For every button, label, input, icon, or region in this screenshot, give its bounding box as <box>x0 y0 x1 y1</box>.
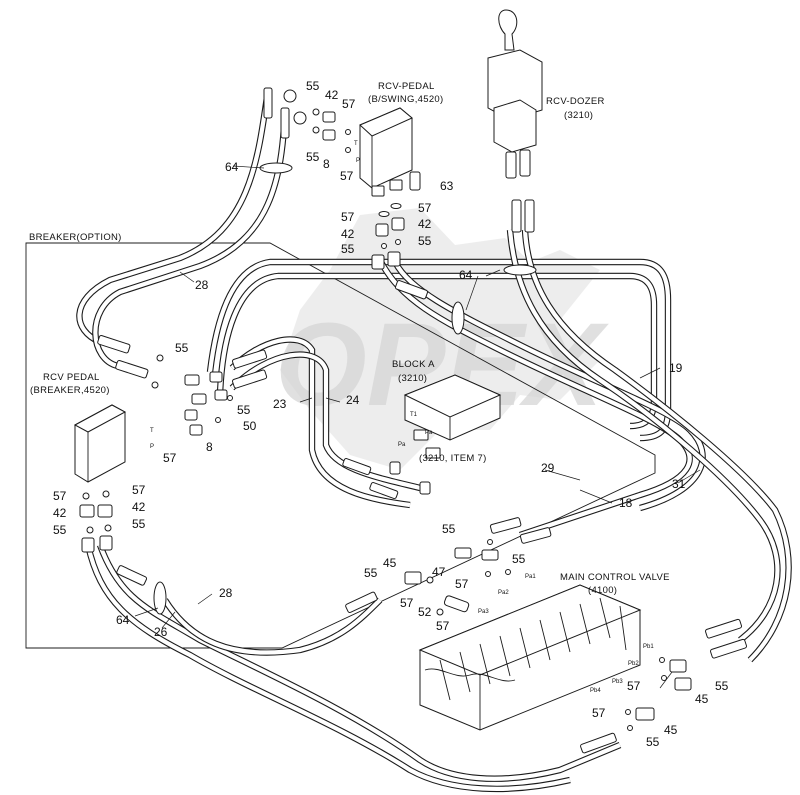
callout: 42 <box>341 227 355 241</box>
rcv-dozer-title: RCV-DOZER <box>546 96 605 107</box>
port-label-pa3: Pa3 <box>478 609 489 615</box>
callout: 42 <box>132 500 146 514</box>
rcv-dozer-code: (3210) <box>564 110 593 121</box>
block-a-title: BLOCK A <box>392 359 435 370</box>
rcv-pedal-breaker-code: (BREAKER,4520) <box>30 385 110 396</box>
callout: 64 <box>116 613 130 627</box>
main-control-valve-code: (4100) <box>588 585 617 596</box>
callout: 55 <box>306 79 320 93</box>
callout: 55 <box>175 341 189 355</box>
callout: 57 <box>53 489 67 503</box>
hose-bundle-lower <box>84 543 622 793</box>
callout: 55 <box>418 234 432 248</box>
port-label-pa: Pa <box>425 430 433 436</box>
rcv-pedal-bswing-code: (B/SWING,4520) <box>368 94 443 105</box>
block-a-item-label: (3210, ITEM 7) <box>419 453 487 464</box>
main-control-valve-title: MAIN CONTROL VALVE <box>560 572 670 583</box>
callout: 57 <box>342 97 356 111</box>
port-label-pa-2: Pa <box>398 442 406 448</box>
hose-fittings <box>97 87 747 754</box>
breaker-option-label: BREAKER(OPTION) <box>29 232 122 243</box>
port-label-pa2: Pa2 <box>498 590 509 596</box>
callout: 42 <box>418 217 432 231</box>
callout: 47 <box>432 565 446 579</box>
port-label-t-breaker: T <box>150 428 154 434</box>
callout: 29 <box>541 461 555 475</box>
breaker-option-boundary <box>25 242 656 649</box>
callout: 57 <box>627 679 641 693</box>
callout: 57 <box>455 577 469 591</box>
callout-numbers-extra: 45 55 <box>646 723 678 749</box>
callout: 24 <box>346 393 360 407</box>
callout-45-lower: 45 <box>664 723 678 737</box>
callout: 45 <box>383 556 397 570</box>
main-control-valve <box>418 584 642 731</box>
rcv-pedal-breaker-valve <box>73 404 127 483</box>
callout: 8 <box>323 157 330 171</box>
callout-55-lower: 55 <box>646 735 660 749</box>
callout: 31 <box>672 477 686 491</box>
rcv-pedal-breaker-title: RCV PEDAL <box>43 372 100 383</box>
callout: 55 <box>364 566 378 580</box>
port-label-p-breaker: P <box>150 444 154 450</box>
hose-loop-23-24 <box>229 336 421 509</box>
callout: 42 <box>53 506 67 520</box>
callout: 19 <box>669 361 683 375</box>
callout: 55 <box>237 403 251 417</box>
callout: 57 <box>341 210 355 224</box>
callout: 55 <box>715 679 729 693</box>
callout: 45 <box>695 692 709 706</box>
callout: 57 <box>418 201 432 215</box>
callout: 50 <box>243 419 257 433</box>
leader-lines <box>134 165 701 689</box>
port-label-pb4: Pb4 <box>590 688 601 694</box>
callout: 23 <box>273 397 287 411</box>
port-label-pb2: Pb2 <box>628 661 639 667</box>
callout: 28 <box>219 586 233 600</box>
port-label-pa1: Pa1 <box>525 574 536 580</box>
callout: 8 <box>206 440 213 454</box>
port-label-t: T <box>354 141 358 147</box>
callout: 55 <box>341 242 355 256</box>
port-label-pb1: Pb1 <box>643 644 654 650</box>
callout: 42 <box>325 88 339 102</box>
callout: 57 <box>400 596 414 610</box>
small-fittings <box>79 89 692 731</box>
callout: 57 <box>163 451 177 465</box>
port-labels: T P T P T1 Pa Pa Pa1 Pa2 Pa3 Pb1 Pb2 Pb3… <box>150 141 654 694</box>
callout: 57 <box>132 483 146 497</box>
hose-bundle-right <box>506 229 792 663</box>
port-label-pb3: Pb3 <box>612 679 623 685</box>
callout: 28 <box>195 278 209 292</box>
callout: 26 <box>154 625 168 639</box>
callout: 18 <box>619 496 633 510</box>
block-a <box>403 374 502 459</box>
callout: 55 <box>442 522 456 536</box>
port-label-t1: T1 <box>410 412 418 418</box>
callout: 63 <box>440 179 454 193</box>
callout-numbers: 55 42 57 55 8 57 64 63 57 57 42 42 55 55… <box>53 79 729 720</box>
rcv-pedal-bswing-valve <box>359 107 413 197</box>
callout: 55 <box>132 517 146 531</box>
hose-clamps <box>153 162 537 615</box>
rcv-dozer-valve <box>487 9 543 179</box>
callout: 55 <box>53 523 67 537</box>
callout: 64 <box>225 160 239 174</box>
callout: 57 <box>592 706 606 720</box>
callout: 55 <box>306 150 320 164</box>
block-a-code: (3210) <box>398 373 427 384</box>
callout: 57 <box>340 169 354 183</box>
callout: 64 <box>459 268 473 282</box>
callout: 55 <box>512 552 526 566</box>
hose-bundle-upper-left <box>76 89 289 370</box>
callout: 52 <box>418 605 432 619</box>
callout: 57 <box>436 619 450 633</box>
port-label-p: P <box>356 158 360 164</box>
rcv-pedal-bswing-title: RCV-PEDAL <box>378 81 435 92</box>
component-labels: BREAKER(OPTION) RCV-PEDAL (B/SWING,4520)… <box>29 81 670 596</box>
